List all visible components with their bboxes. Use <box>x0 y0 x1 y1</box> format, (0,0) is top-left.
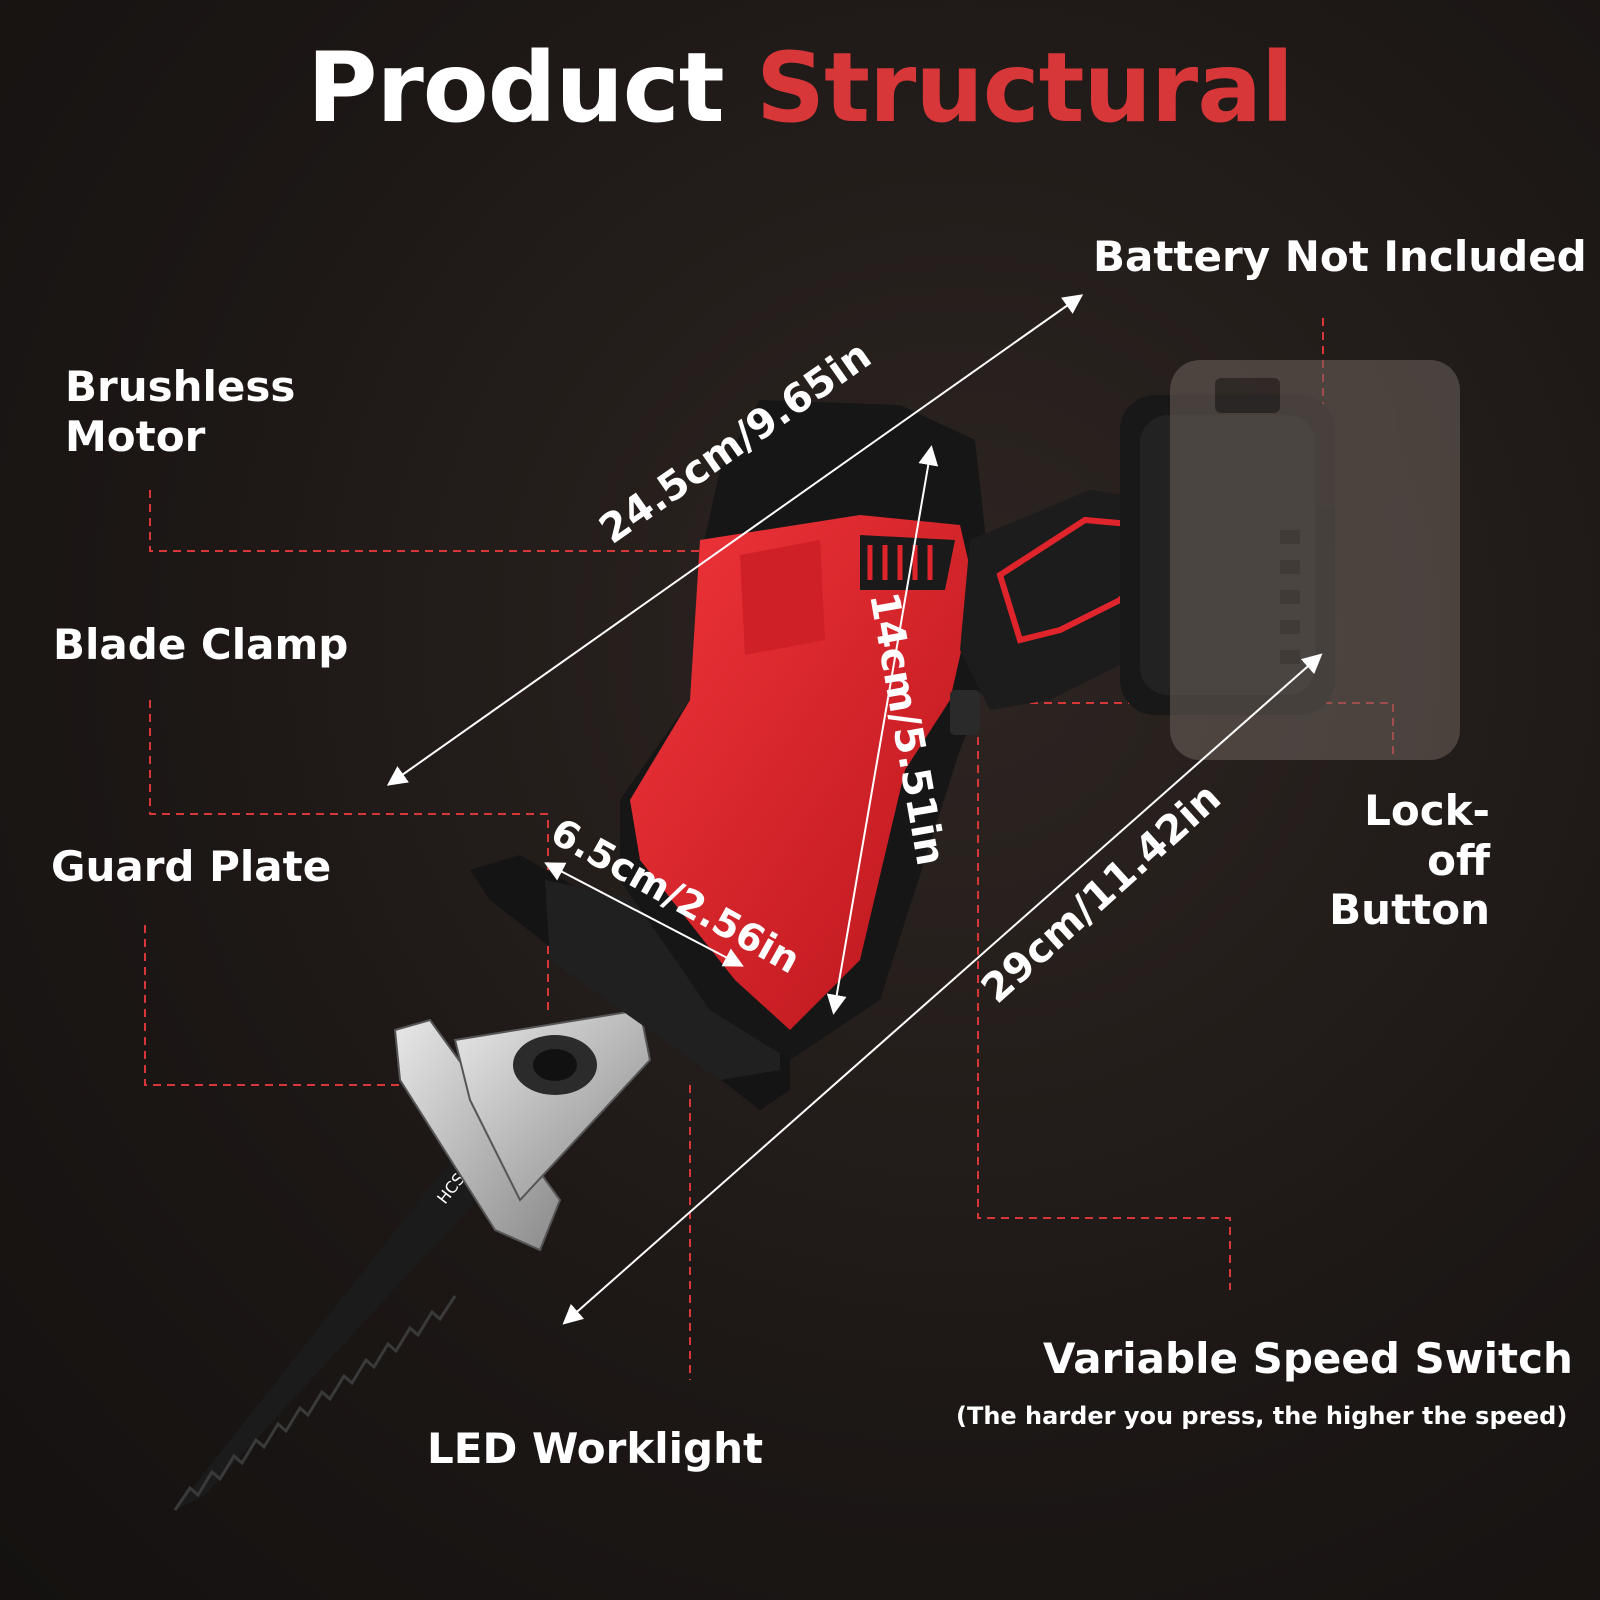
label-lockoff-line1: Lock-off <box>1364 786 1490 885</box>
title-part-red: Structural <box>756 32 1294 144</box>
arrow-length-top <box>386 294 1084 786</box>
label-blade-clamp: Blade Clamp <box>53 620 349 669</box>
label-battery-not-included: Battery Not Included <box>1093 232 1587 281</box>
label-brushless-line2: Motor <box>65 411 206 461</box>
label-lockoff-line2: Button <box>1329 885 1490 935</box>
label-variable-speed-note: (The harder you press, the higher the sp… <box>956 1402 1568 1430</box>
label-lock-off-button: Lock-off Button <box>1310 786 1490 935</box>
leader-guard-plate <box>144 925 410 1086</box>
battery-ghost <box>1170 360 1460 760</box>
dim-length-total: 29cm/11.42in <box>973 775 1230 1013</box>
label-guard-plate: Guard Plate <box>51 842 332 891</box>
title-part-white: Product <box>307 32 725 144</box>
label-brushless-line1: Brushless <box>65 362 296 411</box>
page-title: Product Structural <box>0 32 1600 144</box>
label-brushless-motor: Brushless Motor <box>65 362 295 461</box>
label-led-worklight: LED Worklight <box>427 1424 764 1473</box>
dimension-arrows <box>386 294 1323 1325</box>
arrow-length-total <box>562 653 1323 1325</box>
lock-off-button-shape <box>950 690 980 735</box>
label-variable-speed-switch: Variable Speed Switch <box>1043 1334 1573 1383</box>
saw-blade: HCS <box>173 1155 490 1511</box>
